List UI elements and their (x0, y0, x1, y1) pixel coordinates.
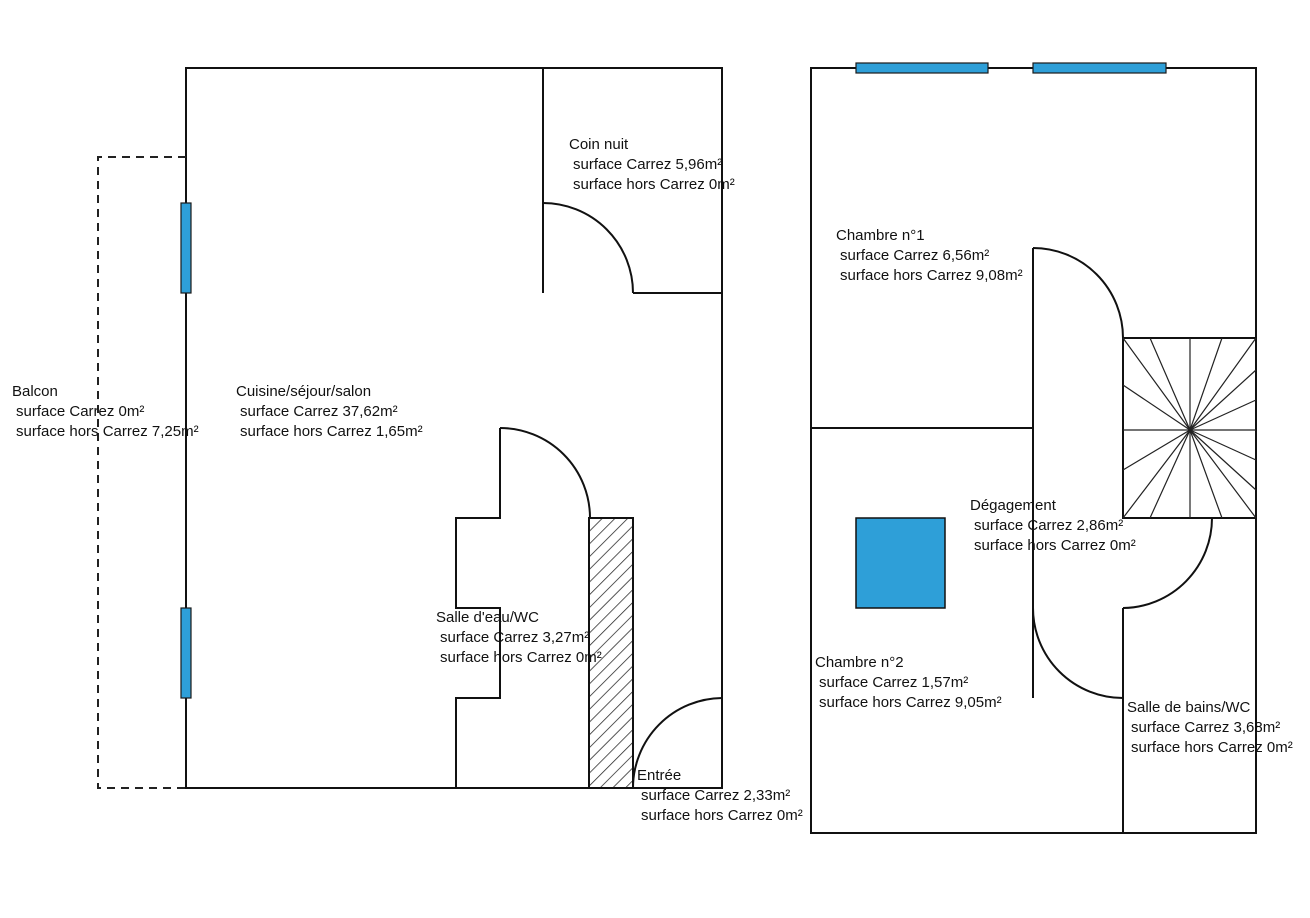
room-label-salle-eau: Salle d'eau/WC surface Carrez 3,27m² sur… (436, 608, 602, 668)
window-west-upper (180, 202, 192, 294)
room-label-degagement: Dégagement surface Carrez 2,86m² surface… (970, 496, 1136, 556)
duct-hatched (588, 517, 634, 789)
floor-right (810, 62, 1257, 834)
room-name: Salle de bains/WC (1127, 699, 1251, 716)
room-label-chambre1: Chambre n°1 surface Carrez 6,56m² surfac… (836, 226, 1023, 286)
entree-door (632, 697, 723, 789)
bathroom-door (1122, 517, 1213, 609)
room-name: Coin nuit (569, 136, 629, 153)
room-name: Chambre n°1 (836, 227, 925, 244)
chambre2-door (1032, 607, 1124, 699)
room-name: Cuisine/séjour/salon (236, 383, 372, 400)
room-name: Balcon (12, 383, 58, 400)
window-north-right (1032, 62, 1167, 74)
salle-eau-door (499, 427, 591, 519)
staircase-steps (1122, 337, 1257, 519)
room-name: Salle d'eau/WC (436, 609, 539, 626)
room-carrez: surface Carrez 1,57m² (819, 674, 969, 691)
room-label-chambre2: Chambre n°2 surface Carrez 1,57m² surfac… (815, 653, 1002, 713)
floor-left (97, 67, 723, 789)
skylight (855, 517, 946, 609)
room-carrez: surface Carrez 0m² (16, 403, 145, 420)
room-label-coin-nuit: Coin nuit surface Carrez 5,96m² surface … (569, 135, 735, 195)
room-label-salle-bains: Salle de bains/WC surface Carrez 3,68m² … (1127, 698, 1310, 758)
room-hors-carrez: surface hors Carrez 0m² (1131, 739, 1293, 756)
room-hors-carrez: surface hors Carrez 9,08m² (840, 267, 1023, 284)
room-carrez: surface Carrez 3,68m² (1131, 719, 1281, 736)
room-carrez: surface Carrez 5,96m² (573, 156, 723, 173)
room-hors-carrez: surface hors Carrez 0m² (974, 537, 1136, 554)
balcony-outline (97, 156, 186, 789)
room-hors-carrez: surface hors Carrez 0m² (641, 807, 803, 824)
room-carrez: surface Carrez 2,86m² (974, 517, 1124, 534)
room-label-entree: Entrée surface Carrez 2,33m² surface hor… (637, 766, 803, 826)
room-label-cuisine: Cuisine/séjour/salon surface Carrez 37,6… (236, 382, 423, 442)
room-carrez: surface Carrez 6,56m² (840, 247, 990, 264)
room-carrez: surface Carrez 3,27m² (440, 629, 590, 646)
room-name: Chambre n°2 (815, 654, 904, 671)
room-hors-carrez: surface hors Carrez 0m² (440, 649, 602, 666)
room-hors-carrez: surface hors Carrez 9,05m² (819, 694, 1002, 711)
room-name: Dégagement (970, 497, 1056, 514)
room-label-balcon: Balcon surface Carrez 0m² surface hors C… (12, 382, 199, 442)
window-west-lower (180, 607, 192, 699)
room-carrez: surface Carrez 2,33m² (641, 787, 791, 804)
room-carrez: surface Carrez 37,62m² (240, 403, 398, 420)
coin-nuit-door (542, 202, 634, 294)
room-name: Entrée (637, 767, 682, 784)
salle-eau-wall (455, 428, 501, 788)
room-hors-carrez: surface hors Carrez 0m² (573, 176, 735, 193)
window-north-left (855, 62, 989, 74)
room-hors-carrez: surface hors Carrez 7,25m² (16, 423, 199, 440)
chambre1-door (1032, 247, 1124, 339)
room-hors-carrez: surface hors Carrez 1,65m² (240, 423, 423, 440)
